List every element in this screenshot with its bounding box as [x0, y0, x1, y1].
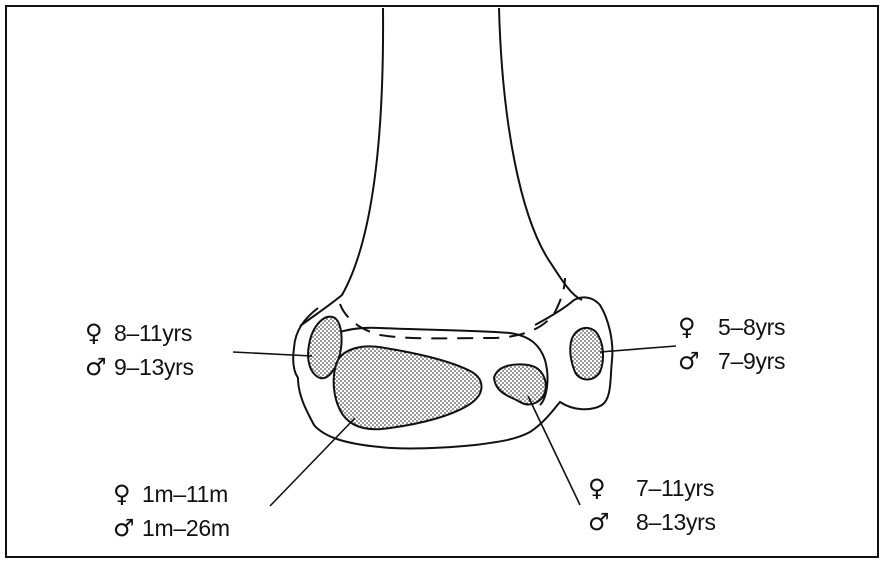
female-symbol-icon: ♀ [113, 480, 131, 508]
humerus-shaft-outline-left [300, 8, 383, 326]
trochlea-female-age: 7–11yrs [636, 475, 714, 501]
male-symbol-icon: ♂ [85, 353, 107, 381]
female-symbol-icon: ♀ [678, 313, 696, 341]
lateral-epicondyle-ossification-center [570, 328, 603, 380]
trochlea-ossification-center [494, 364, 546, 404]
physis-dashed-line [340, 278, 565, 338]
capitulum-ossification-center [334, 346, 482, 429]
male-symbol-icon: ♂ [113, 514, 135, 542]
leader-line-medial-epicondyle [233, 352, 312, 356]
capitulum-male-age: 1m–26m [142, 515, 230, 541]
trochlea-male-age: 8–13yrs [636, 509, 716, 535]
male-symbol-icon: ♂ [588, 508, 610, 536]
medial-epicondyle-male-age: 9–13yrs [114, 354, 194, 380]
capitulum-female-age: 1m–11m [142, 481, 228, 507]
lateral-epicondyle-male-age: 7–9yrs [718, 348, 785, 374]
female-symbol-icon: ♀ [85, 319, 103, 347]
lateral-epicondyle-female-age: 5–8yrs [718, 314, 785, 340]
humerus-shaft-outline-right [499, 8, 582, 300]
female-symbol-icon: ♀ [588, 474, 606, 502]
medial-epicondyle-female-age: 8–11yrs [114, 320, 192, 346]
male-symbol-icon: ♂ [678, 347, 700, 375]
leader-line-trochlea [528, 396, 580, 505]
leader-line-capitulum [270, 418, 355, 506]
